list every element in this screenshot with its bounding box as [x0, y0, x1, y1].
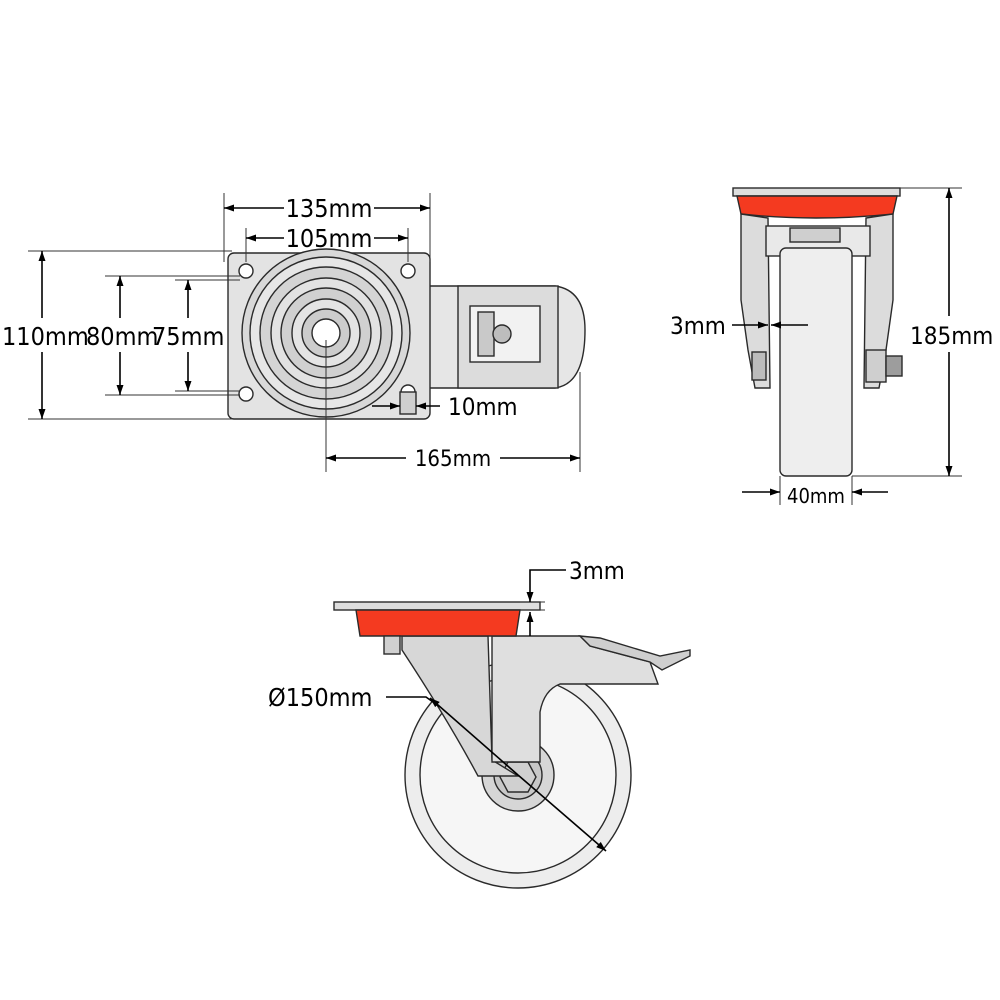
dim-hole-offset: 10mm [448, 393, 518, 421]
top-view: 135mm 105mm 110mm 80mm 75mm 10mm 165mm [2, 193, 586, 472]
side-fork [401, 635, 521, 777]
dim-plate-height: 110mm [2, 322, 89, 351]
side-red-bearing [355, 609, 521, 637]
front-wheel [779, 247, 853, 477]
dim-hole-spacing-y-inner: 75mm [152, 322, 224, 351]
dim-hole-spacing-y-outer: 80mm [86, 322, 158, 351]
side-top-plate [333, 601, 541, 611]
dim-wheel-width: 40mm [787, 484, 845, 508]
front-top-plate [732, 187, 901, 197]
dim-side-plate-thickness: 3mm [569, 557, 625, 585]
dim-front-height: 185mm [910, 322, 993, 350]
dim-swivel-offset: 165mm [415, 447, 491, 472]
front-axle-thread [885, 355, 903, 377]
front-red-bearing [736, 195, 898, 219]
swivel-bearing [241, 248, 411, 418]
front-fork-right [863, 213, 894, 389]
brake-rivet [492, 324, 512, 344]
front-fork-left [740, 213, 771, 389]
side-axle-nut [499, 761, 537, 793]
mounting-hole-slot [399, 391, 417, 415]
front-view: 185mm 3mm 40mm [670, 187, 993, 508]
side-brake-pedal [578, 635, 691, 671]
dim-plate-width: 135mm [286, 194, 373, 223]
front-axle-nut [865, 349, 887, 383]
side-view: 3mm Ø150mm [268, 557, 691, 889]
mounting-hole [238, 386, 254, 402]
mounting-hole [238, 263, 254, 279]
dim-hole-spacing-x: 105mm [286, 224, 373, 253]
dim-wheel-diameter: Ø150mm [268, 683, 372, 712]
front-brake-block [789, 227, 841, 243]
dim-front-plate-thickness: 3mm [670, 312, 726, 340]
mounting-hole [400, 263, 416, 279]
